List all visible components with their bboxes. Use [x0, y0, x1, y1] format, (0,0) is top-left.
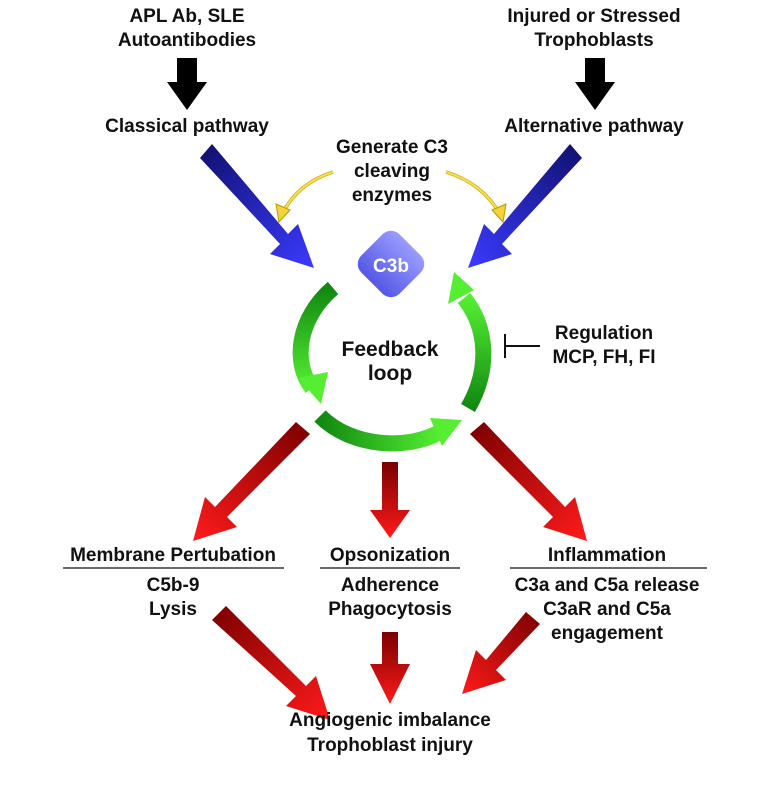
- regulation-line1: Regulation: [555, 323, 653, 344]
- green-loop-bottom-head: [430, 418, 462, 446]
- c3b-diamond: [357, 230, 425, 298]
- regulation-line2: MCP, FH, FI: [552, 347, 655, 368]
- yellow-arrowhead-left: [275, 203, 291, 224]
- enzymes-note-line1: Generate C3: [336, 137, 448, 158]
- c3b-label: C3b: [373, 256, 409, 277]
- opsonization-line2: Phagocytosis: [328, 599, 452, 620]
- yellow-arrowhead-right: [491, 203, 507, 224]
- membrane-line1: C5b-9: [147, 575, 200, 596]
- feedback-line2: loop: [368, 362, 412, 385]
- red-arrow-inflammation: [470, 422, 587, 541]
- green-loop-left-shaft: [292, 281, 339, 393]
- green-loop-left-head: [298, 372, 328, 404]
- input-right-line1: Injured or Stressed: [507, 6, 680, 27]
- yellow-curve-right: [445, 170, 502, 215]
- final-line2: Trophoblast injury: [307, 735, 473, 756]
- classical-pathway-label: Classical pathway: [105, 116, 269, 137]
- final-line1: Angiogenic imbalance: [289, 710, 491, 731]
- blue-arrow-classical: [200, 144, 314, 268]
- red-arrow-final-center: [370, 632, 410, 704]
- red-arrow-final-left: [212, 606, 330, 720]
- red-arrow-opsonization: [370, 462, 410, 538]
- yellow-curve-left-highlight: [281, 171, 334, 215]
- yellow-curve-left: [280, 170, 334, 215]
- blue-arrow-alternative: [468, 144, 582, 268]
- black-down-arrow-left: [167, 58, 207, 110]
- green-loop-right-shaft: [457, 293, 492, 413]
- alternative-pathway-label: Alternative pathway: [504, 116, 684, 137]
- inflammation-title: Inflammation: [548, 545, 666, 566]
- inflammation-line2: C3aR and C5a: [543, 599, 671, 620]
- red-arrow-membrane: [193, 422, 310, 541]
- input-left-line1: APL Ab, SLE: [129, 6, 244, 27]
- green-loop-bottom-shaft: [314, 410, 444, 452]
- black-down-arrow-right: [575, 58, 615, 110]
- membrane-line2: Lysis: [149, 599, 197, 620]
- opsonization-line1: Adherence: [341, 575, 439, 596]
- enzymes-note-line2: cleaving: [354, 161, 430, 182]
- membrane-title: Membrane Pertubation: [70, 545, 276, 566]
- input-left-line2: Autoantibodies: [118, 30, 256, 51]
- green-loop-right-head: [448, 272, 474, 304]
- inflammation-line3: engagement: [551, 623, 664, 644]
- enzymes-note-line3: enzymes: [352, 185, 432, 206]
- yellow-curve-right-highlight: [445, 171, 501, 215]
- feedback-line1: Feedback: [342, 338, 439, 361]
- opsonization-title: Opsonization: [330, 545, 450, 566]
- red-arrow-final-right: [462, 612, 540, 694]
- input-right-line2: Trophoblasts: [534, 30, 653, 51]
- inflammation-line1: C3a and C5a release: [515, 575, 700, 596]
